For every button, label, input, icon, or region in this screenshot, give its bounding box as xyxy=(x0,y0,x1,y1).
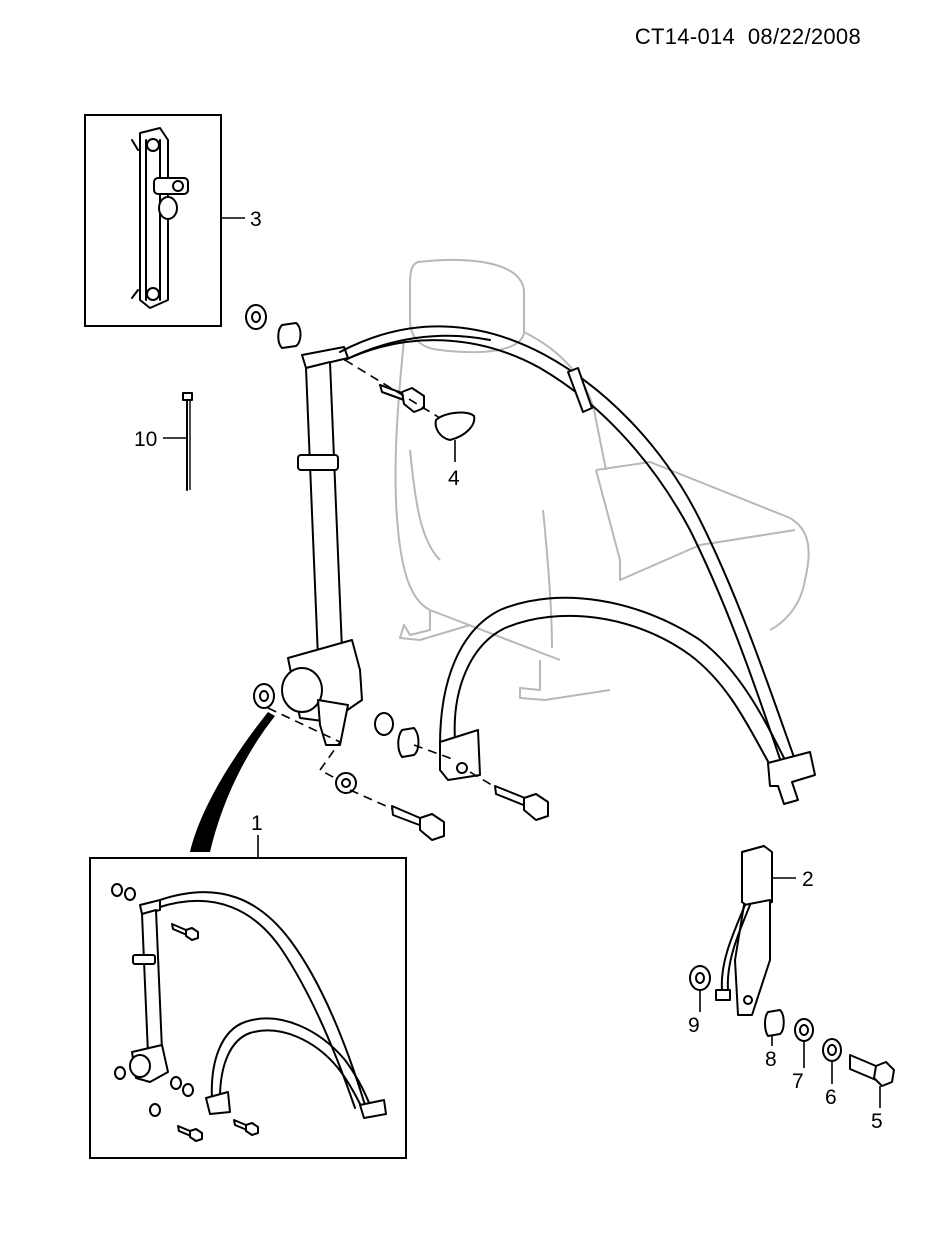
buckle-assembly xyxy=(689,845,895,1087)
callout-8: 8 xyxy=(765,1048,777,1071)
callout-4: 4 xyxy=(448,467,460,490)
callout-1: 1 xyxy=(251,812,263,835)
diagram-date: 08/22/2008 xyxy=(747,24,861,49)
seat-belt-assembly xyxy=(190,304,816,852)
height-adjuster-inset xyxy=(84,114,222,327)
callout-3: 3 xyxy=(250,208,262,231)
callout-5: 5 xyxy=(871,1110,883,1133)
diagram-header: CT14-014 08/22/2008 xyxy=(635,24,861,50)
assembly-inset xyxy=(89,857,407,1159)
callout-6: 6 xyxy=(825,1086,837,1109)
callout-10: 10 xyxy=(134,428,157,451)
callout-9: 9 xyxy=(688,1014,700,1037)
diagram-code: CT14-014 xyxy=(634,24,736,49)
assembly-inset-part xyxy=(111,883,387,1142)
callout-7: 7 xyxy=(792,1070,804,1093)
cable-tie-part xyxy=(182,392,193,491)
height-adjuster-part xyxy=(131,127,189,309)
callout-2: 2 xyxy=(802,868,814,891)
